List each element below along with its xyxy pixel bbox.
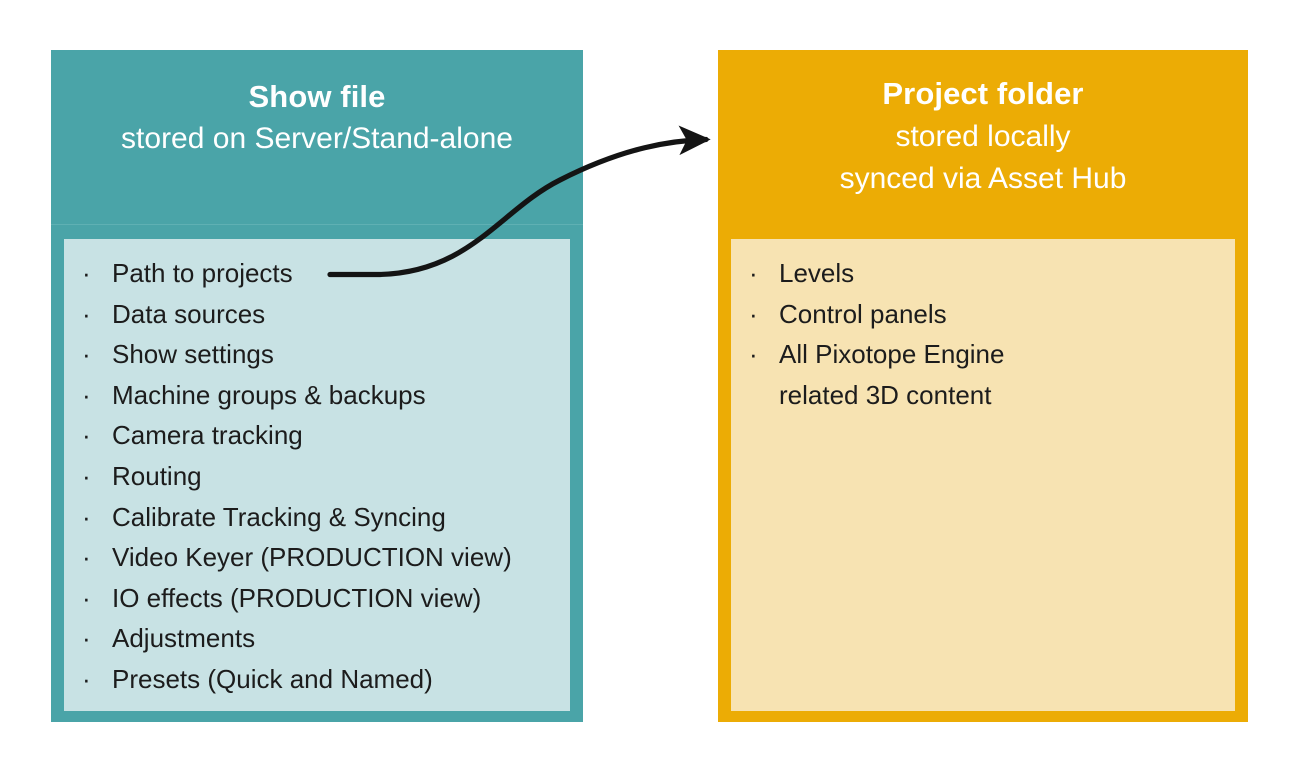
list-item-label: Camera tracking xyxy=(112,420,303,451)
bullet-icon: · xyxy=(749,258,758,288)
show-file-header: Show file stored on Server/Stand-alone xyxy=(51,50,583,159)
bullet-icon: · xyxy=(82,298,91,329)
list-item-label-continuation: related 3D content xyxy=(779,379,992,410)
project-folder-title: Project folder xyxy=(882,76,1084,111)
list-item: · Show settings xyxy=(64,334,570,375)
list-item-label: Adjustments xyxy=(112,623,256,654)
list-item: · IO effects (PRODUCTION view) xyxy=(64,578,570,619)
list-item: · Calibrate Tracking & Syncing xyxy=(64,497,570,538)
project-folder-item-list: · Levels · Control panels · All Pixotope… xyxy=(731,253,1235,415)
list-item: · Adjustments xyxy=(64,618,570,659)
list-item: · Data sources xyxy=(64,294,570,335)
list-item-label: Machine groups & backups xyxy=(112,379,426,410)
list-item-label: Video Keyer (PRODUCTION view) xyxy=(112,542,512,573)
show-file-card: Show file stored on Server/Stand-alone ·… xyxy=(51,50,583,722)
list-item-label: Control panels xyxy=(779,298,947,329)
bullet-icon: · xyxy=(82,460,91,491)
list-item: · Camera tracking xyxy=(64,415,570,456)
bullet-icon: · xyxy=(82,420,91,451)
show-file-subtitle: stored on Server/Stand-alone xyxy=(121,122,513,155)
list-item-label: Routing xyxy=(112,460,202,491)
list-item-label: Calibrate Tracking & Syncing xyxy=(112,501,446,532)
project-folder-card: Project folder stored locally synced via… xyxy=(718,50,1248,722)
list-item: · Path to projects xyxy=(64,253,570,294)
list-item-label: Show settings xyxy=(112,339,274,370)
list-item: · Routing xyxy=(64,456,570,497)
list-item: · Presets (Quick and Named) xyxy=(64,659,570,700)
bullet-icon: · xyxy=(82,258,91,288)
list-item: · Video Keyer (PRODUCTION view) xyxy=(64,537,570,578)
bullet-icon: · xyxy=(749,339,758,370)
project-folder-subtitle-line-2: synced via Asset Hub xyxy=(839,162,1127,195)
list-item-label: Presets (Quick and Named) xyxy=(112,663,433,694)
list-item: · Levels xyxy=(731,253,1235,294)
show-file-body: · Path to projects · Data sources · Show… xyxy=(64,239,570,711)
list-item-label: Levels xyxy=(779,258,855,288)
list-item: · Machine groups & backups xyxy=(64,375,570,416)
bullet-icon: · xyxy=(82,582,91,613)
bullet-icon: · xyxy=(82,663,91,694)
project-folder-subtitle-line-1: stored locally xyxy=(895,120,1071,153)
project-folder-header: Project folder stored locally synced via… xyxy=(718,50,1248,200)
project-folder-body: · Levels · Control panels · All Pixotope… xyxy=(731,239,1235,711)
bullet-icon: · xyxy=(82,542,91,573)
bullet-icon: · xyxy=(749,298,758,329)
bullet-icon: · xyxy=(82,339,91,370)
list-item-label: Data sources xyxy=(112,298,266,329)
bullet-icon: · xyxy=(82,501,91,532)
show-file-item-list: · Path to projects · Data sources · Show… xyxy=(64,253,570,700)
list-item-label: IO effects (PRODUCTION view) xyxy=(112,582,482,613)
bullet-icon: · xyxy=(82,623,91,654)
list-item: · Control panels xyxy=(731,294,1235,335)
header-divider xyxy=(51,224,583,225)
list-item: · All Pixotope Engine related 3D content xyxy=(731,334,1235,415)
list-item-label: Path to projects xyxy=(112,258,293,288)
show-file-title: Show file xyxy=(248,79,386,114)
list-item-label: All Pixotope Engine xyxy=(779,339,1005,370)
bullet-icon: · xyxy=(82,379,91,410)
